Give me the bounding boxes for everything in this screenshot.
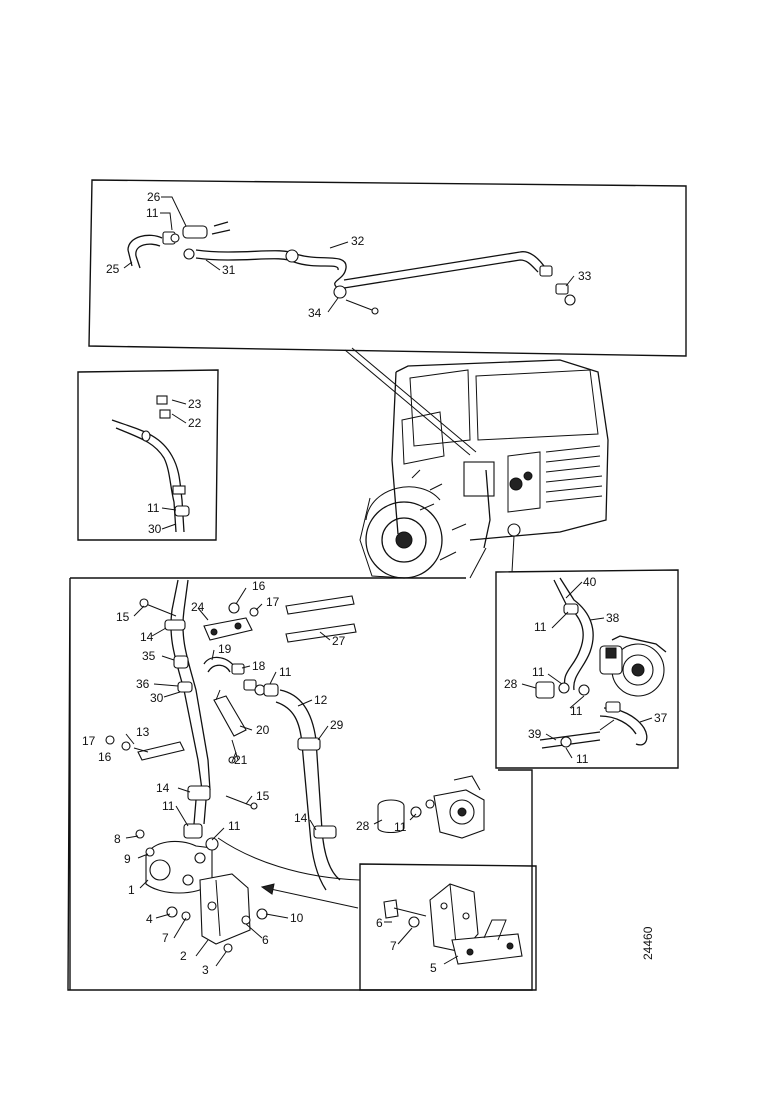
callout-26: 26: [147, 190, 161, 204]
callout-23: 23: [188, 397, 202, 411]
callout-27: 27: [332, 634, 346, 648]
callout-31: 31: [222, 263, 236, 277]
callout-33: 33: [578, 269, 592, 283]
callout-30: 30: [150, 691, 164, 705]
callout-11: 11: [532, 665, 545, 679]
callout-28: 28: [504, 677, 518, 691]
callout-36: 36: [136, 677, 150, 691]
left-panel: 23 22 11 30: [77, 369, 219, 541]
callout-17: 17: [82, 734, 96, 748]
inset-panel: 6 7 5: [260, 863, 533, 991]
callout-4: 4: [146, 912, 153, 926]
callout-20: 20: [256, 723, 270, 737]
callout-6: 6: [376, 916, 383, 930]
callout-12: 12: [314, 693, 328, 707]
callout-25: 25: [106, 262, 120, 276]
callout-10: 10: [290, 911, 304, 925]
callout-30: 30: [148, 522, 162, 536]
callout-29: 29: [330, 718, 344, 732]
main-panel: 15 14 24 16 17 27 35 19 18 11 36 30 12 2…: [67, 577, 537, 991]
callout-14: 14: [156, 781, 170, 795]
callout-11: 11: [146, 206, 159, 220]
callout-19: 19: [218, 642, 232, 656]
callout-6: 6: [262, 933, 269, 947]
callout-15: 15: [116, 610, 130, 624]
callout-14: 14: [140, 630, 154, 644]
callout-39: 39: [528, 727, 542, 741]
right-panel: 40 11 38 11 28 11 39 37 11: [495, 569, 679, 769]
callout-13: 13: [136, 725, 150, 739]
callout-34: 34: [308, 306, 322, 320]
callout-21: 21: [234, 753, 248, 767]
callout-22: 22: [188, 416, 202, 430]
callout-14: 14: [294, 811, 308, 825]
callout-24: 24: [191, 600, 205, 614]
callout-11: 11: [147, 501, 160, 515]
callout-38: 38: [606, 611, 620, 625]
callout-32: 32: [351, 234, 365, 248]
callout-18: 18: [252, 659, 266, 673]
callout-9: 9: [124, 852, 131, 866]
callout-37: 37: [654, 711, 668, 725]
callout-11: 11: [279, 665, 292, 679]
callout-1: 1: [128, 883, 135, 897]
callout-5: 5: [430, 961, 437, 975]
callout-7: 7: [162, 931, 169, 945]
callout-11: 11: [394, 820, 407, 834]
callout-11: 11: [162, 799, 175, 813]
callout-15: 15: [256, 789, 270, 803]
callout-11: 11: [228, 819, 241, 833]
callout-2: 2: [180, 949, 187, 963]
truck-illustration: [359, 359, 609, 579]
callout-35: 35: [142, 649, 156, 663]
callout-16: 16: [252, 579, 266, 593]
callout-16: 16: [98, 750, 112, 764]
callout-11: 11: [576, 752, 589, 766]
callout-40: 40: [583, 575, 597, 589]
callout-3: 3: [202, 963, 209, 977]
top-panel: 26 11 25 31 32 34 33: [88, 179, 687, 357]
figure-code: 24460: [641, 926, 655, 960]
callout-11: 11: [570, 704, 583, 718]
callout-11: 11: [534, 620, 547, 634]
callout-8: 8: [114, 832, 121, 846]
callout-7: 7: [390, 939, 397, 953]
callout-17: 17: [266, 595, 280, 609]
callout-28: 28: [356, 819, 370, 833]
